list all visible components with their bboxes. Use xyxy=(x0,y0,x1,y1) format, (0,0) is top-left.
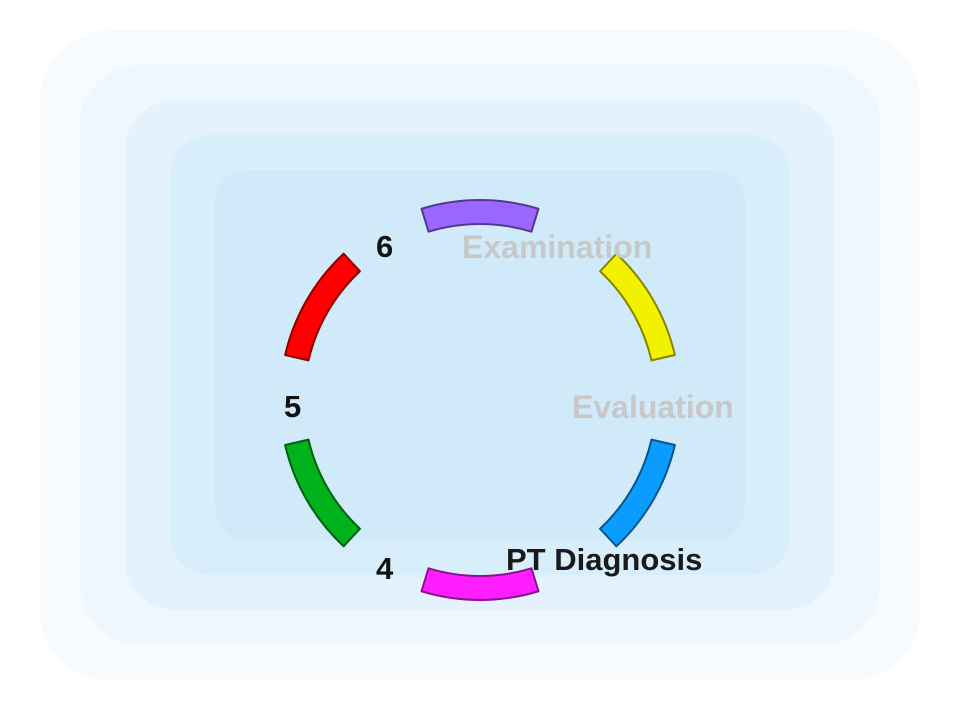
cycle-segment-evaluation xyxy=(599,252,676,362)
label-pt-diagnosis: PT Diagnosis xyxy=(506,542,703,577)
cycle-segment-step-5 xyxy=(284,438,361,548)
label-examination: Examination xyxy=(462,229,653,265)
label-step-4: 4 xyxy=(376,551,394,586)
cycle-segment-step-4 xyxy=(420,567,540,601)
label-evaluation: Evaluation xyxy=(572,389,734,425)
label-step-6: 6 xyxy=(376,229,394,264)
cycle-segment-step-6 xyxy=(284,252,361,362)
cycle-segment-pt-diagnosis xyxy=(599,438,676,548)
label-step-5: 5 xyxy=(284,389,302,424)
cycle-segment-examination xyxy=(420,199,540,233)
